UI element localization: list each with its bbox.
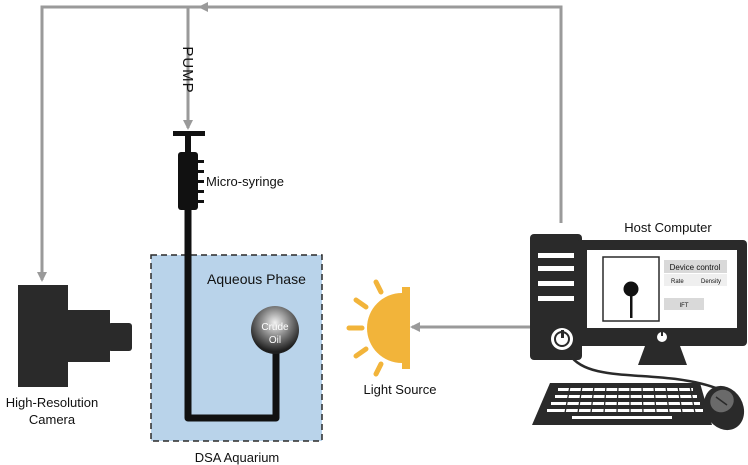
syringe-needle (184, 210, 280, 422)
keyboard-cable (568, 354, 717, 390)
crude-oil-label-line1: Crude (261, 322, 289, 333)
connection-lines (37, 2, 563, 332)
micro-syringe-icon (173, 131, 205, 210)
camera-label-line1: High-Resolution (6, 395, 99, 410)
screen-rate-label: Rate (671, 279, 684, 285)
dsa-aquarium (150, 254, 323, 442)
device-control-title: Device control (670, 263, 721, 272)
camera-icon (18, 285, 132, 387)
host-computer-label: Host Computer (624, 220, 712, 235)
screen-ift-label: IFT (680, 303, 689, 309)
screen-density-label: Density (701, 279, 721, 285)
light-source-label: Light Source (364, 382, 437, 397)
camera-label-line2: Camera (29, 412, 76, 427)
screen-ift-button (664, 298, 704, 310)
light-source-icon (346, 279, 410, 377)
mouse-icon (703, 385, 745, 431)
micro-syringe-label: Micro-syringe (206, 174, 284, 189)
aquarium-label: DSA Aquarium (195, 450, 280, 465)
pump-label: PUMP (179, 46, 196, 93)
keyboard-icon (532, 383, 712, 425)
crude-oil-label-line2: Oil (269, 335, 281, 346)
host-to-top-line (198, 2, 563, 223)
monitor-screen: Device control Rate Density IFT (602, 256, 727, 322)
aqueous-phase-label: Aqueous Phase (207, 271, 306, 287)
monitor-icon (576, 240, 747, 365)
device-control-panel (664, 260, 727, 273)
computer-tower-icon (530, 234, 582, 360)
top-to-camera-line (37, 5, 200, 282)
crude-oil-droplet (251, 306, 299, 354)
